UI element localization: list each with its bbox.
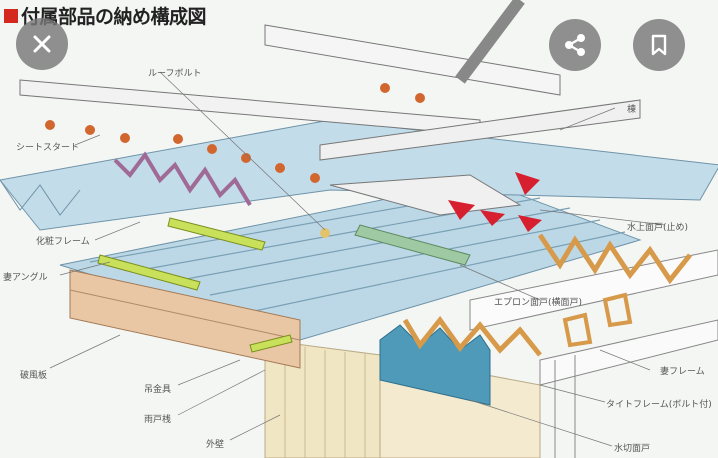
bookmark-icon xyxy=(651,34,667,56)
upper-closure xyxy=(448,172,542,232)
label-exterior-wall: 外壁 xyxy=(206,440,225,450)
gable-angle xyxy=(167,217,266,251)
label-gable-angle: 妻アングル xyxy=(3,273,48,283)
label-shutter-rail: 雨戸桟 xyxy=(144,415,172,425)
roof-bolt xyxy=(320,228,330,238)
label-flashing-closure: 水切面戸 xyxy=(614,444,651,454)
label-roof-bolt: ルーフボルト xyxy=(148,69,202,79)
label-ridge: 棟 xyxy=(627,105,637,115)
label-apron-closure: エプロン面戸(横面戸) xyxy=(494,298,583,308)
label-sheet-start: シートスタート xyxy=(16,143,80,153)
apron-closure xyxy=(354,224,471,266)
share-button[interactable] xyxy=(549,19,601,71)
label-hanger: 吊金具 xyxy=(144,385,172,395)
exterior-wall xyxy=(264,339,381,458)
barge-board xyxy=(69,269,301,369)
title-text: 付属部品の納め構成図 xyxy=(21,6,207,28)
label-upper-closure: 水上面戸(止め) xyxy=(627,223,689,233)
close-button[interactable] xyxy=(16,18,68,70)
decor-frame xyxy=(113,151,252,207)
diagram-title: 付属部品の納め構成図 xyxy=(4,2,207,29)
share-icon xyxy=(565,34,585,56)
label-barge-board: 破風板 xyxy=(20,371,48,381)
close-icon xyxy=(33,35,51,53)
label-decor-frame: 化粧フレーム xyxy=(36,237,90,247)
bookmark-button[interactable] xyxy=(633,19,685,71)
label-gable-frame: 妻フレーム xyxy=(660,367,705,377)
label-tight-frame: タイトフレーム(ボルト付) xyxy=(606,400,712,410)
flashing-closure xyxy=(379,324,491,406)
title-marker xyxy=(4,8,18,23)
